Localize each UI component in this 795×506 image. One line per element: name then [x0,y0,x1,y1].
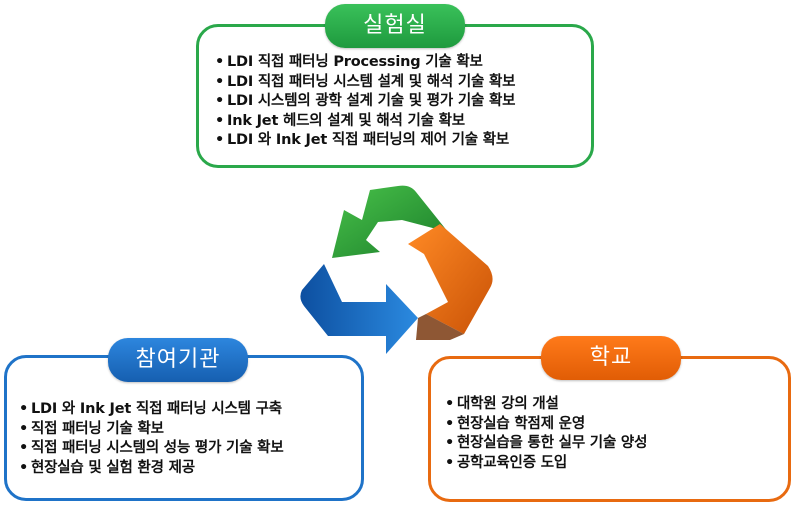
list-item: •LDI 직접 패터닝 시스템 설계 및 해석 기술 확보 [215,73,516,90]
list-item: •현장실습을 통한 실무 기술 양성 [445,435,648,451]
list-item: •공학교육인증 도입 [445,454,567,471]
list-item: •LDI 와 Ink Jet 직접 패터닝 시스템 구축 [19,401,282,417]
list-item: •직접 패터닝 시스템의 성능 평가 기술 확보 [19,440,284,456]
list-item: •LDI 시스템의 광학 설계 기술 및 평가 기술 확보 [215,93,516,109]
participant-list: •LDI 와 Ink Jet 직접 패터닝 시스템 구축 •직접 패터닝 기술 … [7,358,361,478]
blue-arrow-icon [300,264,418,354]
list-item: •현장실습 학점제 운영 [445,415,585,432]
list-item: •Ink Jet 헤드의 설계 및 해석 기술 확보 [215,112,465,129]
list-item: •LDI 와 Ink Jet 직접 패터닝의 제어 기술 확보 [215,132,509,148]
school-box: •대학원 강의 개설 •현장실습 학점제 운영 •현장실습을 통한 실무 기술 … [428,356,791,502]
lab-title: 실험실 [325,4,465,48]
recycle-cycle-arrows-icon [300,185,493,354]
participant-title: 참여기관 [108,338,248,382]
lab-box: •LDI 직접 패터닝 Processing 기술 확보 •LDI 직접 패터닝… [196,24,594,168]
list-item: •LDI 직접 패터닝 Processing 기술 확보 [215,54,483,70]
list-item: •대학원 강의 개설 [445,396,559,412]
green-arrow-icon [332,185,448,258]
lab-list: •LDI 직접 패터닝 Processing 기술 확보 •LDI 직접 패터닝… [199,27,591,151]
orange-arrow-icon [408,224,493,334]
school-list: •대학원 강의 개설 •현장실습 학점제 운영 •현장실습을 통한 실무 기술 … [431,359,788,473]
list-item: •직접 패터닝 기술 확보 [19,420,164,437]
list-item: •현장실습 및 실험 환경 제공 [19,459,195,476]
school-title: 학교 [541,336,681,380]
